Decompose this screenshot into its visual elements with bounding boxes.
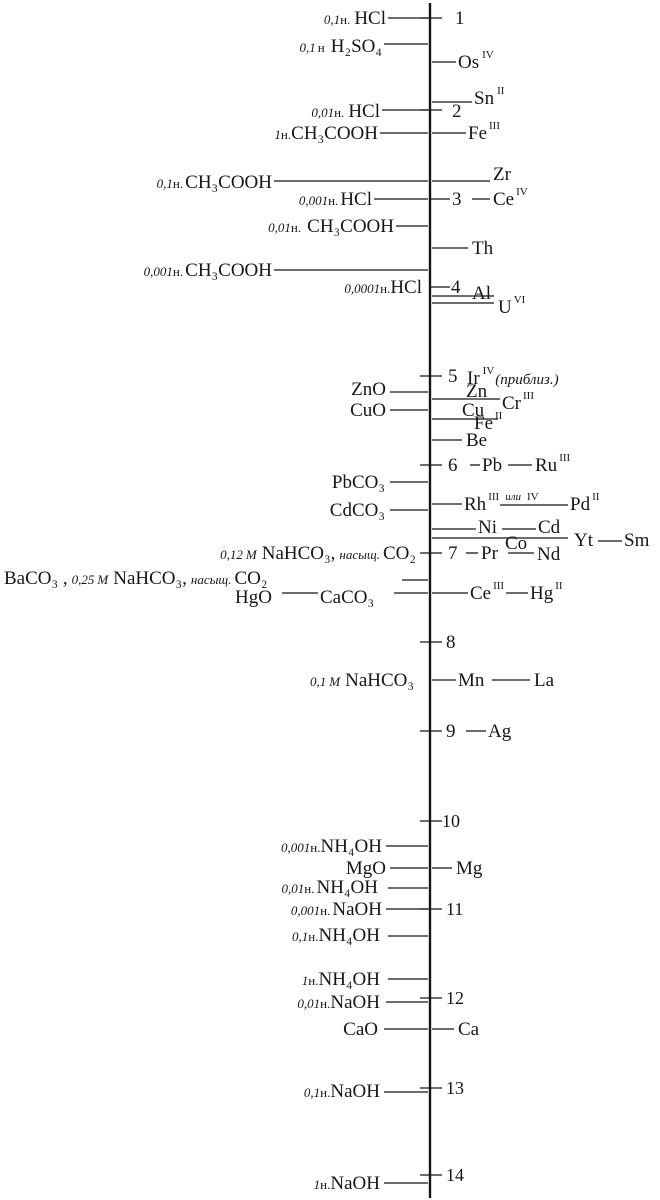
label-hgo: HgO [235, 587, 272, 608]
label-nd: Nd [537, 544, 561, 565]
label-pb: Pb [482, 455, 502, 476]
label-pr: Pr [481, 543, 499, 564]
label-nh4oh-0001n: 0,001н.NH₄OH [281, 836, 382, 857]
ph-tick-9: 9 [446, 721, 456, 742]
label-ch3cooh-01n: 0,1н.CH₃COOH [157, 172, 273, 193]
label-co: Co [505, 533, 527, 554]
label-ch3cooh-001n: 0,01н.CH₃COOH [268, 216, 394, 237]
label-al: Al [472, 283, 491, 304]
label-mn: Mn [458, 670, 485, 691]
label-pbco3: PbCO₃ [332, 472, 385, 493]
label-nh4oh-1n: 1н.NH₄OH [302, 969, 381, 990]
label-nh4oh-01n: 0,1н.NH₄OH [292, 925, 380, 946]
ph-tick-12: 12 [446, 988, 464, 1008]
label-cao: CaO [343, 1019, 378, 1040]
label-cuo: CuO [350, 400, 386, 421]
ph-tick-5: 5 [448, 366, 458, 387]
label-zr: Zr [493, 164, 512, 185]
label-be: Be [466, 430, 487, 451]
label-ag: Ag [488, 721, 512, 742]
label-ch3cooh-1n: 1н.CH₃COOH [274, 123, 378, 144]
label-zno: ZnO [351, 379, 386, 400]
ph-tick-11: 11 [446, 899, 463, 919]
ph-tick-2: 2 [452, 101, 462, 122]
label-ni: Ni [478, 517, 497, 538]
label-zn: Zn [466, 381, 488, 402]
label-nh4oh-001n: 0,01н.NH₄OH [282, 877, 379, 898]
ph-tick-4: 4 [451, 277, 461, 298]
ph-tick-6: 6 [448, 455, 458, 476]
label-hcl-00001n: 0,0001н.HCl [344, 277, 422, 298]
label-cu: Cu [462, 400, 485, 421]
label-caco3: CaCO₃ [320, 587, 374, 608]
label-ch3cooh-0001n: 0,001н.CH₃COOH [144, 260, 273, 281]
ph-tick-1: 1 [455, 8, 465, 29]
label-naoh-001n: 0,01н.NaOH [297, 992, 380, 1013]
ph-tick-13: 13 [446, 1078, 464, 1098]
label-naoh-1n: 1н.NaOH [314, 1173, 381, 1194]
label-naoh-01n: 0,1н.NaOH [304, 1081, 380, 1102]
label-ca: Ca [458, 1019, 480, 1040]
ph-tick-3: 3 [452, 189, 462, 210]
label-mgo: MgO [346, 858, 386, 879]
ph-scale-ticks: 1 2 3 4 5 6 7 8 9 10 11 12 13 14 [420, 8, 465, 1185]
label-cdco3: CdCO₃ [330, 500, 385, 521]
ph-tick-7: 7 [448, 543, 458, 564]
label-sm: Sm [624, 530, 650, 551]
label-la: La [534, 670, 555, 691]
label-hcl-0001n: 0,001н.HCl [299, 189, 372, 210]
ph-tick-10: 10 [442, 811, 460, 831]
ph-tick-8: 8 [446, 632, 456, 653]
label-mg: Mg [456, 858, 483, 879]
label-th: Th [472, 238, 494, 259]
label-cd: Cd [538, 517, 561, 538]
label-hcl-001n: 0,01н.HCl [311, 101, 380, 122]
ph-tick-14: 14 [446, 1165, 464, 1185]
label-hcl-01n: 0,1н.HCl [324, 8, 386, 29]
label-yt: Yt [574, 530, 594, 551]
label-naoh-0001n: 0,001н.NaOH [291, 899, 382, 920]
